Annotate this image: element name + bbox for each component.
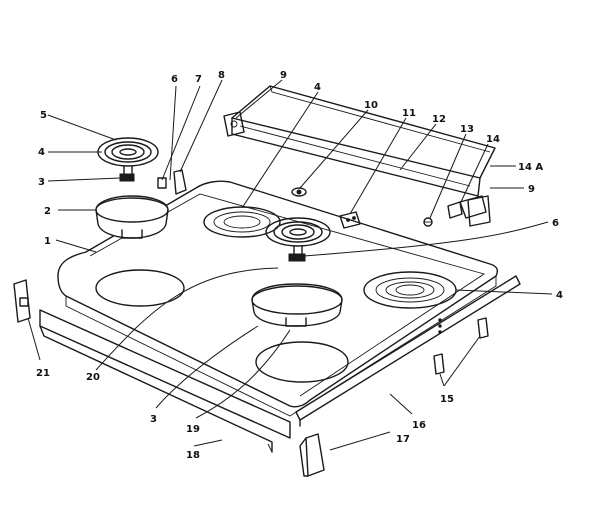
side-trim-strip xyxy=(295,275,521,427)
bracket-8 xyxy=(173,169,187,195)
callout-9-top: 9 xyxy=(280,70,287,81)
clip-15-upper xyxy=(477,317,489,339)
callout-14: 14 xyxy=(486,134,500,145)
callout-14a: 14 A xyxy=(518,162,543,173)
callout-20: 20 xyxy=(86,372,100,383)
callout-11: 11 xyxy=(402,108,416,119)
callout-13: 13 xyxy=(460,124,474,135)
callout-7: 7 xyxy=(195,74,202,85)
surface-element-center xyxy=(265,217,331,262)
callout-1: 1 xyxy=(44,236,51,247)
callout-16: 16 xyxy=(412,420,426,431)
burner-opening-left-front xyxy=(95,269,185,307)
callout-6-top: 6 xyxy=(171,74,178,85)
callout-4-top: 4 xyxy=(38,147,45,158)
callout-15: 15 xyxy=(440,394,454,405)
side-bracket-21 xyxy=(13,279,31,323)
callout-18: 18 xyxy=(186,450,200,461)
burner-element-right-rear xyxy=(363,271,457,309)
callout-4-right: 4 xyxy=(556,290,563,301)
screw-13 xyxy=(423,217,433,227)
burner-opening-front-center xyxy=(255,341,349,383)
callout-10: 10 xyxy=(364,100,378,111)
callout-17: 17 xyxy=(396,434,410,445)
callout-3-bottom: 3 xyxy=(150,414,157,425)
callout-9-right: 9 xyxy=(528,184,535,195)
leg-bracket-17 xyxy=(299,433,325,477)
leader-lines xyxy=(27,79,553,451)
callout-labels: 5 4 3 6 7 8 9 4 10 11 12 13 14 14 A 9 2 … xyxy=(36,70,563,461)
callout-2: 2 xyxy=(44,206,51,217)
front-trim-strip xyxy=(39,309,291,453)
clip-10 xyxy=(291,187,307,197)
surface-element-exploded xyxy=(97,137,159,182)
drip-pan-center xyxy=(251,283,343,327)
callout-8: 8 xyxy=(218,70,225,81)
burner-opening-back-left xyxy=(203,206,281,238)
callout-4-center: 4 xyxy=(314,82,321,93)
end-cap-right xyxy=(447,195,487,219)
callout-19: 19 xyxy=(186,424,200,435)
bracket-9-right xyxy=(467,195,491,227)
callout-6-right: 6 xyxy=(552,218,559,229)
callout-12: 12 xyxy=(432,114,446,125)
callout-21: 21 xyxy=(36,368,50,379)
terminal-block-7 xyxy=(157,177,167,189)
callout-5: 5 xyxy=(40,110,47,121)
callout-3-top: 3 xyxy=(38,177,45,188)
drip-pan-exploded xyxy=(95,195,169,239)
end-cap-left xyxy=(223,111,245,137)
clip-15-lower xyxy=(433,353,445,375)
